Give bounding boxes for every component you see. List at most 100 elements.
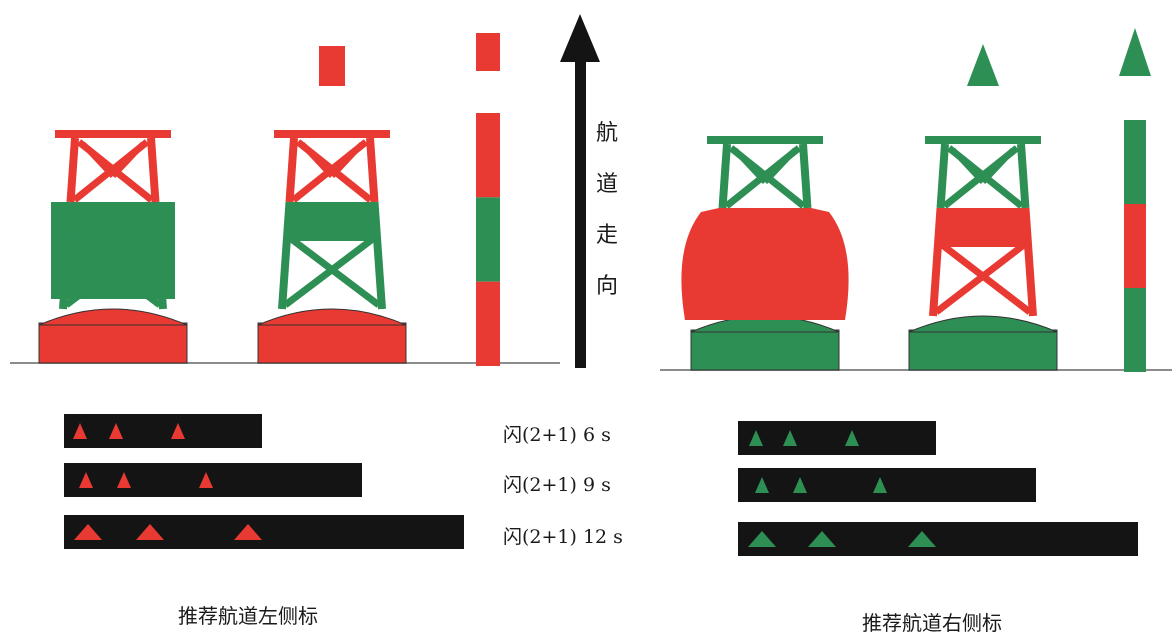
buoy-hull-dome: [257, 308, 407, 326]
buoy-brace: [110, 141, 146, 179]
flash-mark: [73, 423, 87, 439]
left-buoy-2: [257, 46, 407, 364]
buoy-brace: [80, 141, 116, 179]
buoy-leg-upper: [718, 143, 731, 209]
left-pillar: [476, 113, 500, 366]
buoy-platform: [274, 130, 390, 138]
pillar-band-red: [476, 281, 500, 366]
buoy-hull: [908, 329, 1058, 371]
flash-mark: [109, 423, 123, 439]
rhythm-label-6s: 闪(2+1) 6 s: [503, 424, 611, 446]
flash-mark: [79, 472, 93, 488]
right-buoy-2: [908, 44, 1058, 371]
flash-mark: [873, 477, 887, 493]
buoy-leg-upper: [285, 137, 298, 203]
buoy-brace: [762, 147, 798, 185]
flash-mark: [908, 531, 936, 547]
buoy-brace: [716, 241, 810, 315]
buoy-leg-lower: [59, 201, 75, 310]
direction-char-2: 道: [596, 172, 619, 197]
buoy-leg-lower: [803, 207, 819, 317]
flash-bar: [738, 468, 1036, 502]
flash-mark: [783, 430, 797, 446]
buoy-leg-upper: [366, 137, 379, 203]
buoy-leg-lower: [370, 201, 386, 310]
buoy-leg-upper: [799, 143, 812, 209]
flash-bar: [738, 522, 1138, 556]
right-flash-bar-9s: [738, 468, 1036, 502]
buoy-platform: [55, 130, 171, 138]
flash-mark: [171, 423, 185, 439]
flash-mark: [234, 524, 262, 540]
flash-mark: [117, 472, 131, 488]
buoy-brace: [299, 141, 335, 179]
flash-mark: [845, 430, 859, 446]
flash-bar: [738, 421, 936, 455]
flash-mark: [74, 524, 102, 540]
right-pillar: [1124, 120, 1146, 372]
buoy-brace: [950, 147, 986, 185]
buoy-leg-upper: [1017, 143, 1030, 209]
buoy-leg-upper: [936, 143, 949, 209]
buoy-platform: [925, 136, 1041, 144]
rhythm-label-9s: 闪(2+1) 9 s: [503, 474, 611, 496]
buoy-band-narrow: [285, 202, 379, 236]
direction-char-4: 向: [596, 274, 619, 299]
pillar-band-green: [1124, 120, 1146, 204]
buoy-hull: [690, 329, 840, 371]
buoy-leg-lower: [929, 207, 945, 317]
direction-char-1: 航: [596, 121, 619, 146]
buoy-hull: [257, 322, 407, 364]
topmark-can: [319, 46, 345, 86]
flash-mark: [808, 531, 836, 547]
flash-mark: [793, 477, 807, 493]
left-flash-bar-9s: [64, 463, 362, 497]
direction-arrow-head: [560, 14, 600, 62]
rhythm-label-12s: 闪(2+1) 12 s: [503, 526, 623, 548]
flash-mark: [136, 524, 164, 540]
pillar-band-green: [1124, 288, 1146, 372]
buoy-band-narrow: [936, 208, 1030, 242]
buoy-leg-upper: [147, 137, 160, 203]
right-flash-bar-12s: [738, 522, 1138, 556]
buoy-hull-dome: [908, 315, 1058, 333]
flash-mark: [755, 477, 769, 493]
flash-mark: [199, 472, 213, 488]
pillar-band-red: [476, 113, 500, 198]
pillar-band-red: [1124, 204, 1146, 288]
buoy-leg-lower: [1021, 207, 1037, 317]
left-flash-bar-12s: [64, 515, 464, 549]
flash-bar: [64, 463, 362, 497]
left-buoy-1: [38, 130, 188, 364]
right-flash-bar-6s: [738, 421, 936, 455]
left-group-caption: 推荐航道左侧标: [178, 604, 318, 628]
buoy-leg-lower: [278, 201, 294, 310]
buoy-brace: [732, 147, 768, 185]
buoy-brace: [329, 141, 365, 179]
topmark-cone: [967, 44, 999, 86]
buoy-leg-upper: [66, 137, 79, 203]
flash-mark: [748, 531, 776, 547]
direction-arrow-shaft: [575, 50, 586, 368]
buoy-brace: [64, 235, 158, 308]
buoy-brace: [934, 241, 1028, 315]
flash-bar: [64, 414, 262, 448]
buoy-brace: [283, 235, 377, 308]
direction-char-3: 走: [596, 223, 619, 248]
left-pillar-topmark-can: [476, 33, 500, 71]
buoy-leg-lower: [711, 207, 727, 317]
right-buoy-1: [681, 136, 849, 371]
buoy-hull: [38, 322, 188, 364]
buoy-band-curved: [681, 208, 849, 320]
left-flash-bar-6s: [64, 414, 262, 448]
flash-bar: [64, 515, 464, 549]
pillar-band-green: [476, 197, 500, 282]
buoy-brace: [980, 147, 1016, 185]
right-pillar-topmark-cone: [1119, 28, 1151, 76]
buoy-platform: [707, 136, 823, 144]
buoy-leg-lower: [151, 201, 167, 310]
buoy-hull-dome: [38, 308, 188, 326]
flash-mark: [749, 430, 763, 446]
